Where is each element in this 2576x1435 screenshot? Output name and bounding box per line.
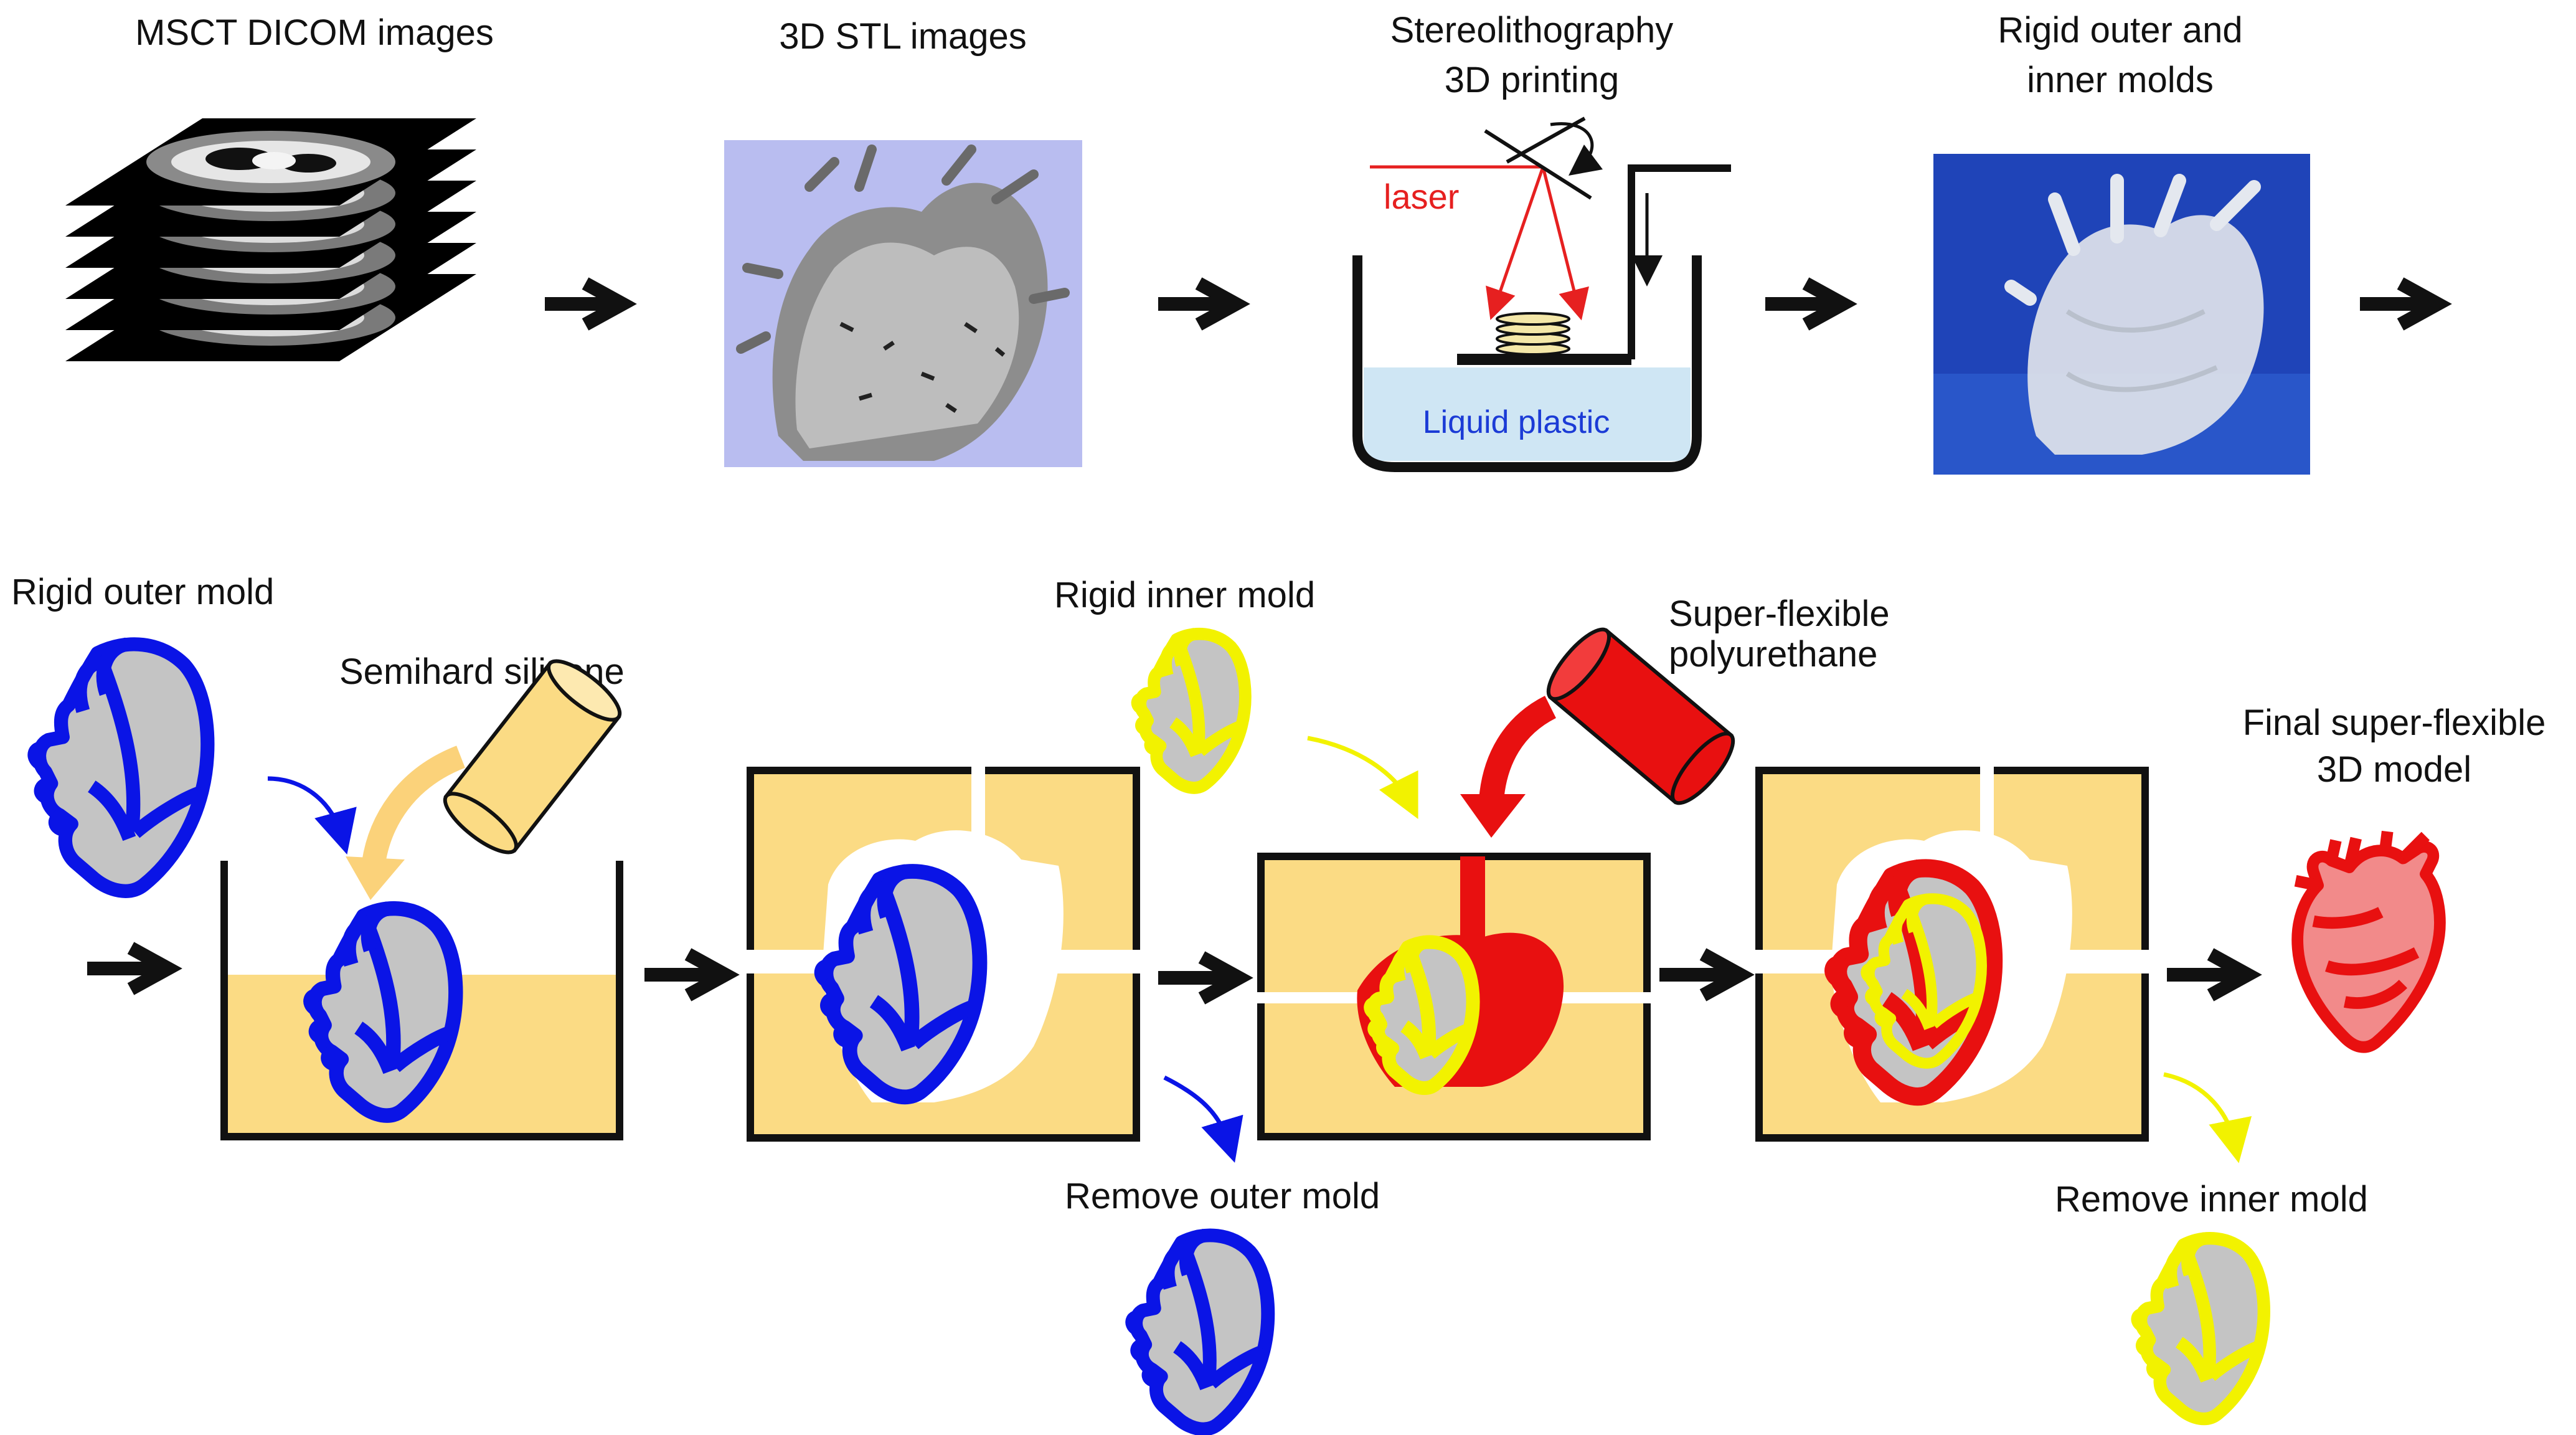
blue-remove-arrow-icon: [1163, 1075, 1243, 1163]
step-label-molds-line2: inner molds: [2027, 60, 2214, 100]
step-label-stl: 3D STL images: [779, 16, 1027, 57]
stl-heart-render-icon: [724, 140, 1082, 467]
polyurethane-pour-arrow-icon: [1479, 696, 1557, 802]
ct-slices-stack-icon: [65, 118, 476, 361]
silicone-block-outer-panel: [744, 766, 1149, 1142]
removed-outer-mold-heart-icon: [1132, 1235, 1268, 1429]
inner-mold-heart-icon: [1138, 634, 1245, 788]
flow-arrow-icon: [2167, 948, 2262, 1002]
flow-arrow-icon: [644, 948, 740, 1002]
yellow-remove-arrow-icon: [2163, 1072, 2252, 1163]
flow-arrow-icon: [1659, 948, 1755, 1002]
step-label-printing-line1: Stereolithography: [1390, 10, 1674, 50]
label-polyurethane-line1: Super-flexible: [1669, 594, 1890, 634]
liquid-plastic-label: Liquid plastic: [1423, 404, 1610, 440]
label-final-model-line2: 3D model: [2317, 749, 2471, 790]
flow-arrow-icon: [1765, 277, 1857, 331]
polyurethane-pour-arrowhead-icon: [1460, 794, 1526, 838]
label-rigid-outer-mold: Rigid outer mold: [11, 572, 274, 612]
sla-printer-schematic-icon: laser Liquid plastic: [1352, 116, 1731, 472]
label-remove-inner-mold: Remove inner mold: [2055, 1179, 2368, 1220]
step-label-printing-line2: 3D printing: [1445, 60, 1619, 100]
silicone-cylinder-icon: [443, 659, 622, 855]
label-polyurethane-line2: polyurethane: [1669, 634, 1877, 675]
polyurethane-fill-panel: [1255, 853, 1653, 1140]
cured-polyurethane-panel: [1753, 766, 2158, 1142]
label-final-model-line1: Final super-flexible: [2243, 703, 2546, 743]
step-label-ct: MSCT DICOM images: [135, 12, 494, 53]
silicone-pour-arrowhead-icon: [346, 856, 405, 900]
outer-mold-heart-icon: [34, 644, 207, 891]
label-remove-outer-mold: Remove outer mold: [1065, 1176, 1380, 1216]
yellow-arrow-icon: [1307, 736, 1418, 820]
silicone-pour-arrow-icon: [362, 746, 466, 865]
laser-label: laser: [1384, 177, 1459, 216]
blue-arrow-icon: [267, 776, 357, 855]
label-rigid-inner-mold: Rigid inner mold: [1054, 575, 1315, 615]
final-flexible-heart-icon: [2296, 831, 2440, 1047]
flow-arrow-icon: [2360, 277, 2452, 331]
flow-arrow-icon: [1158, 277, 1250, 331]
printed-mold-photo-icon: [1933, 154, 2310, 475]
flow-arrow-icon: [545, 277, 637, 331]
polyurethane-cylinder-icon: [1546, 627, 1735, 805]
silicone-container-panel: [220, 861, 623, 1140]
flow-arrow-icon: [1158, 951, 1253, 1005]
removed-inner-mold-heart-icon: [2138, 1238, 2264, 1419]
step-label-molds-line1: Rigid outer and: [1998, 10, 2242, 50]
flow-arrow-icon: [87, 942, 182, 995]
